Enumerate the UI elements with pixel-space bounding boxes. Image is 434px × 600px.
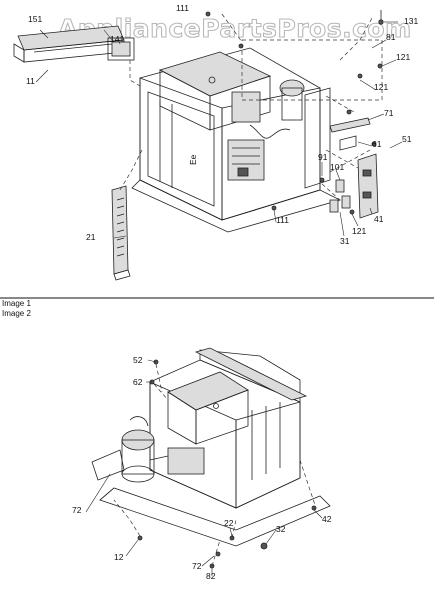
callout-51: 51: [402, 134, 412, 144]
callout-121-a: 121: [396, 52, 410, 62]
callout-41: 41: [374, 214, 384, 224]
image-1-callouts: 111 131 151 141 81 121 11 121 71 51 61 9…: [26, 3, 418, 246]
callout-141: 141: [110, 34, 124, 44]
callout-121-c: 121: [352, 226, 366, 236]
callout-91: 91: [318, 152, 328, 162]
callout-12: 12: [114, 552, 124, 562]
callout-151: 151: [28, 14, 42, 24]
image-2-caption: Image 2: [2, 309, 31, 318]
callout-31: 31: [340, 236, 350, 246]
image-1-caption: Image 1: [2, 299, 31, 308]
callout-72-a: 72: [72, 505, 82, 515]
callout-82: 82: [206, 571, 216, 581]
callout-72-b: 72: [192, 561, 202, 571]
callout-81: 81: [386, 32, 396, 42]
callout-11: 11: [26, 76, 35, 86]
callout-21: 21: [86, 232, 96, 242]
callout-62: 62: [133, 377, 143, 387]
callout-32: 32: [276, 524, 286, 534]
callout-42: 42: [322, 514, 332, 524]
image-2-diagram: [85, 347, 331, 576]
callout-61: 61: [372, 139, 382, 149]
callout-131: 131: [404, 16, 418, 26]
callout-111-top: 111: [176, 3, 189, 13]
image-1-diagram: Ee: [13, 10, 403, 281]
callout-121-b: 121: [374, 82, 388, 92]
callout-111-bottom: 111: [276, 215, 289, 225]
callout-71: 71: [384, 108, 394, 118]
callout-52: 52: [133, 355, 143, 365]
callout-101: 101: [330, 162, 344, 172]
svg-text:Ee: Ee: [188, 154, 198, 165]
image-2-callouts: 52 62 72 42 22 32 12 72 82: [72, 355, 332, 581]
callout-22: 22: [224, 518, 234, 528]
